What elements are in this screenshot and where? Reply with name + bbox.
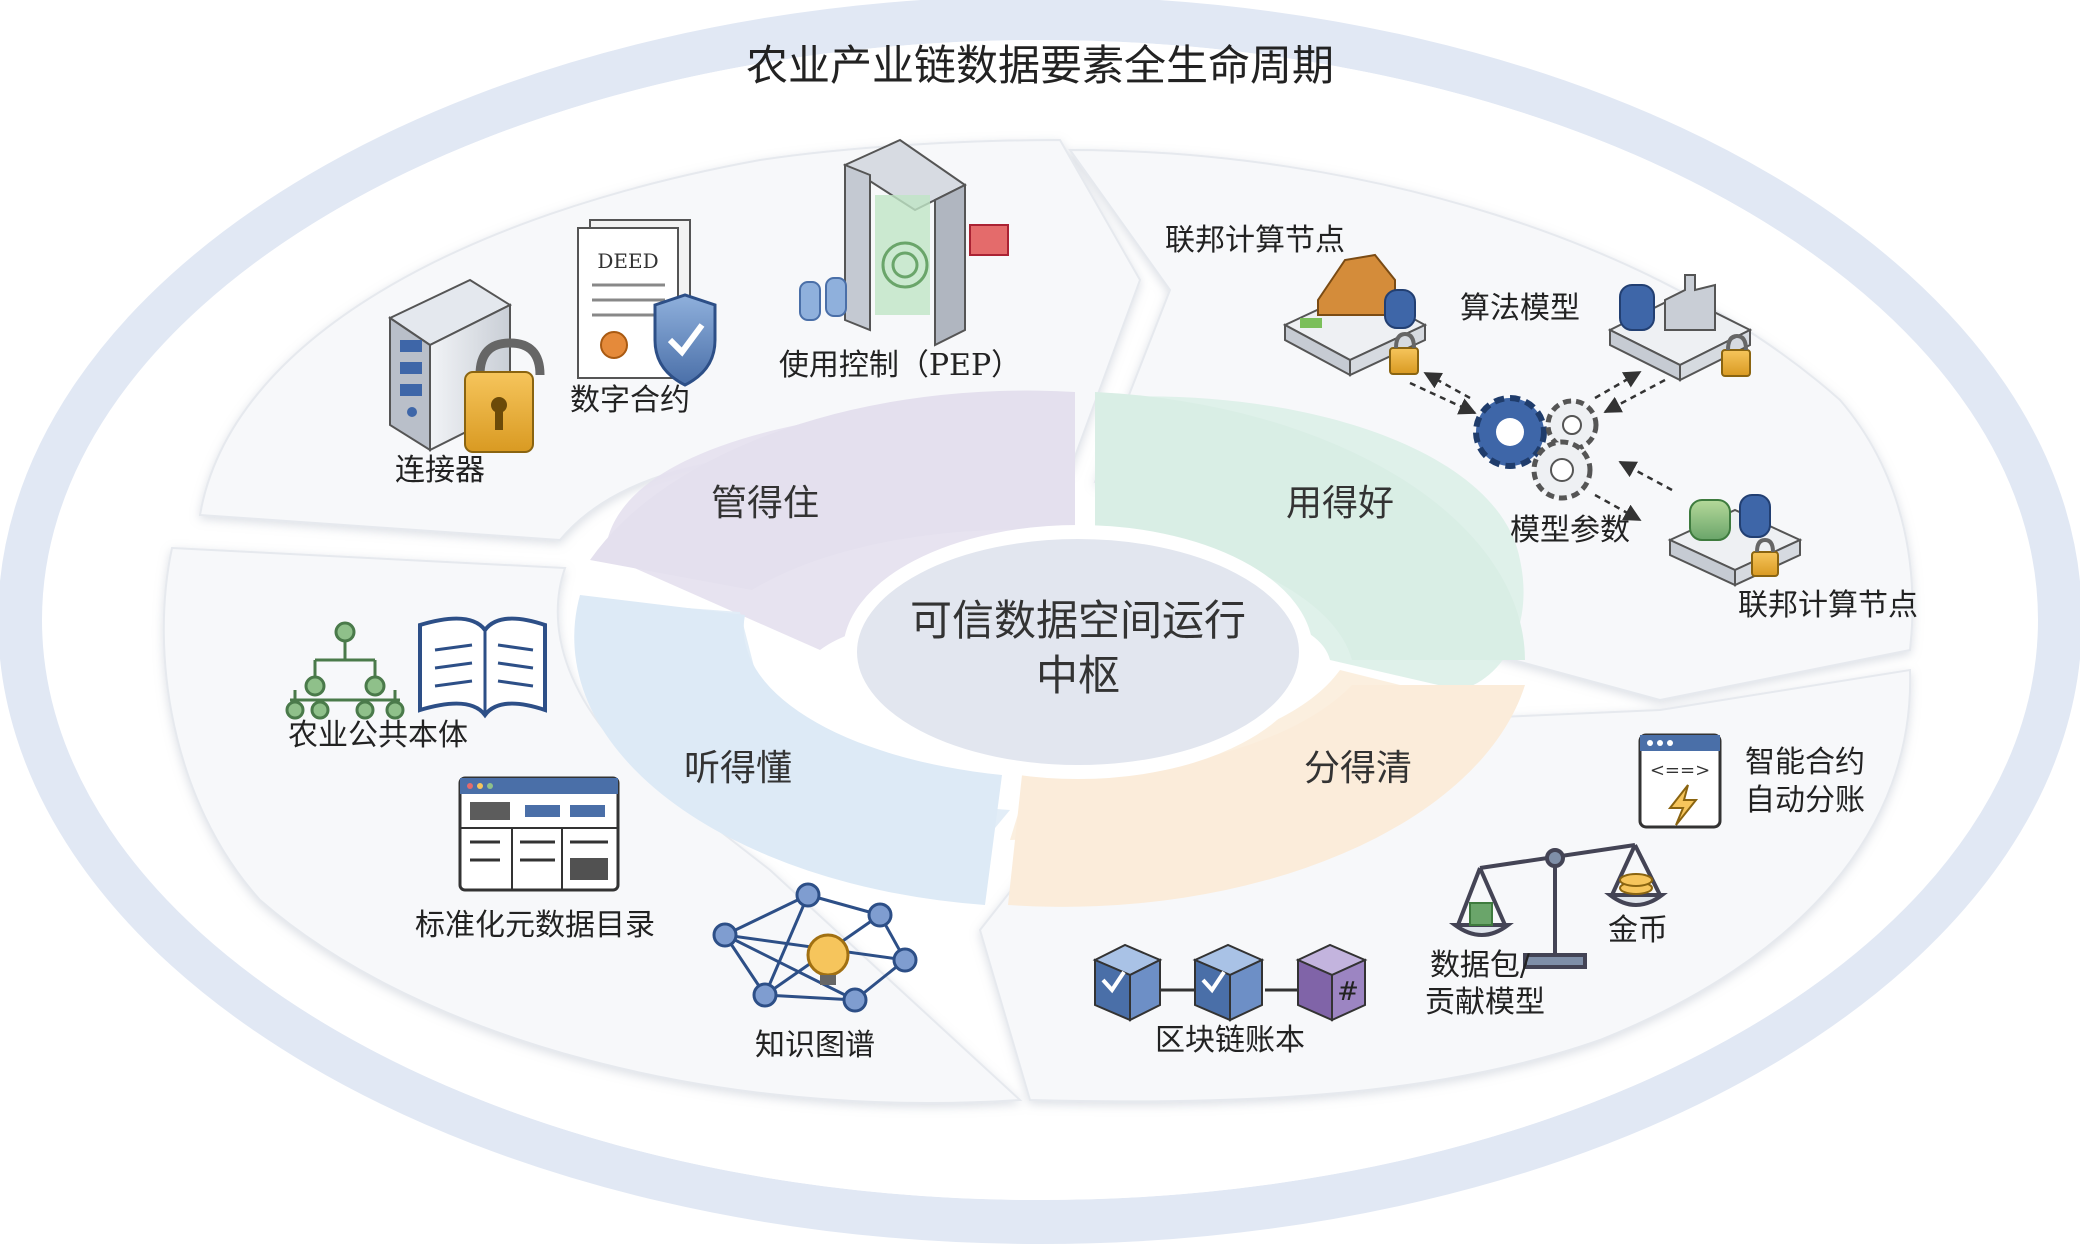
quadrant-understand-label: 听得懂: [684, 748, 792, 789]
model-params-label: 模型参数: [1510, 513, 1630, 548]
gears-icon: [1473, 395, 1599, 501]
server-lock-icon: [387, 278, 545, 453]
data-package-label-2: 贡献模型: [1425, 985, 1545, 1020]
connector-label: 连接器: [395, 453, 485, 488]
fed-node-bottom-label: 联邦计算节点: [1738, 588, 1918, 623]
hub: [843, 525, 1313, 779]
blockchain-icon: #: [1092, 943, 1368, 1022]
smart-contract-label-1: 智能合约: [1745, 745, 1865, 780]
data-package-label-1: 数据包/: [1430, 948, 1531, 983]
metadata-catalog-icon: [458, 776, 620, 892]
ontology-label: 农业公共本体: [288, 718, 468, 753]
gold-coin-label: 金币: [1608, 913, 1668, 948]
tree-icon: [285, 621, 405, 720]
donut-use: [1095, 392, 1525, 660]
factory-node-icon: [1607, 274, 1753, 382]
donut-manage: [590, 390, 1075, 590]
contract-label: 数字合约: [570, 383, 690, 418]
quadrant-manage-label: 管得住: [711, 483, 819, 524]
balance-scale-icon: [1448, 843, 1668, 969]
hash-symbol: #: [1337, 977, 1359, 1007]
algorithm-model-label: 算法模型: [1460, 291, 1580, 326]
code-brackets: <==>: [1650, 760, 1710, 781]
hub-line2: 中枢: [1036, 651, 1120, 700]
knowledge-graph-label: 知识图谱: [755, 1028, 875, 1063]
blockchain-label: 区块链账本: [1155, 1023, 1305, 1058]
book-icon: [418, 616, 547, 719]
quadrant-use-label: 用得好: [1286, 483, 1394, 524]
donut: [574, 390, 1525, 907]
hub-line1: 可信数据空间运行: [910, 596, 1246, 645]
smart-contract-icon: <==>: [1638, 733, 1722, 829]
farm-node-icon: [1282, 253, 1428, 377]
deed-shield-icon: DEED: [577, 219, 717, 387]
donut-share: [1008, 685, 1525, 907]
fed-node-top-label: 联邦计算节点: [1165, 223, 1345, 258]
donut-understand: [574, 595, 1002, 905]
bottom-node-icon: [1667, 494, 1803, 587]
knowledge-graph-icon: [712, 882, 918, 1013]
pep-label: 使用控制（PEP）: [779, 348, 1021, 383]
flow-arrows: [1409, 370, 1673, 522]
metadata-catalog-label: 标准化元数据目录: [415, 908, 655, 943]
smart-contract-label-2: 自动分账: [1745, 783, 1865, 818]
pep-gate-icon: [799, 138, 1009, 347]
deed-text: DEED: [597, 249, 658, 273]
quadrant-share-label: 分得清: [1304, 748, 1412, 789]
diagram-title: 农业产业链数据要素全生命周期: [746, 41, 1334, 90]
